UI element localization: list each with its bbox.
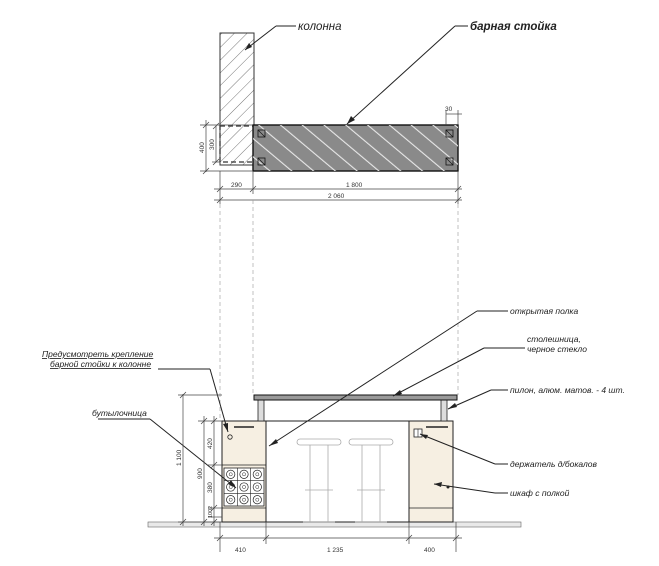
dim-elev-100: 100: [208, 509, 214, 518]
bar-stool-left: [296, 438, 342, 523]
dim-elev-900: 900: [197, 468, 204, 479]
open-shelf-section: [266, 420, 409, 523]
dim-plan-300: 300: [209, 139, 216, 150]
pylons: [257, 399, 448, 422]
dim-elev-1235: 1 235: [327, 547, 344, 554]
dimension-values: 30 400 300 290 1 800 2 060 1 100 900 420…: [176, 106, 453, 554]
label-pylon: пилон, алюм. матов. - 4 шт.: [510, 385, 625, 395]
projection-lines: [219, 200, 459, 420]
shelf-cabinet: [408, 420, 454, 523]
labels: колонна барная стойка Предусмотреть креп…: [42, 21, 625, 498]
plan-view: [200, 25, 468, 204]
label-mount-note-1: Предусмотреть крепление: [42, 349, 154, 359]
bottle-rack-grid: [223, 467, 265, 507]
glass-countertop: [253, 394, 458, 401]
label-countertop-2: черное стекло: [527, 344, 587, 354]
dim-plan-400: 400: [199, 142, 206, 153]
dim-plan-1800: 1 800: [346, 182, 363, 189]
label-countertop-1: столешница,: [527, 334, 581, 344]
bottle-cabinet: [221, 420, 267, 523]
dim-elev-380: 380: [207, 482, 214, 493]
label-mount-note-2: барной стойки к колонне: [50, 359, 151, 369]
label-bar-counter: барная стойка: [470, 21, 557, 33]
dim-elev-400: 400: [424, 547, 435, 554]
dim-elev-420: 420: [207, 438, 214, 449]
plan-dimensions: [200, 110, 462, 204]
elevation-leaders: [98, 310, 525, 494]
label-open-shelf: открытая полка: [510, 306, 578, 316]
elevation-view: [98, 310, 525, 552]
label-cabinet: шкаф с полкой: [510, 488, 570, 498]
bar-stool-right: [348, 438, 394, 523]
dim-elev-1100: 1 100: [176, 449, 183, 466]
label-glass-holder: держатель д/бокалов: [510, 459, 598, 469]
dim-elev-410: 410: [235, 547, 246, 554]
label-column: колонна: [298, 21, 342, 33]
elevation-dimensions: [178, 391, 462, 552]
dim-elev-2: 2: [208, 506, 214, 509]
bar-counter-plan: [252, 124, 459, 172]
column: [219, 32, 255, 166]
label-bottle-rack: бутылочница: [92, 408, 147, 418]
dim-plan-290: 290: [231, 182, 242, 189]
dim-plan-30: 30: [445, 106, 453, 113]
dim-plan-2060: 2 060: [328, 193, 345, 200]
